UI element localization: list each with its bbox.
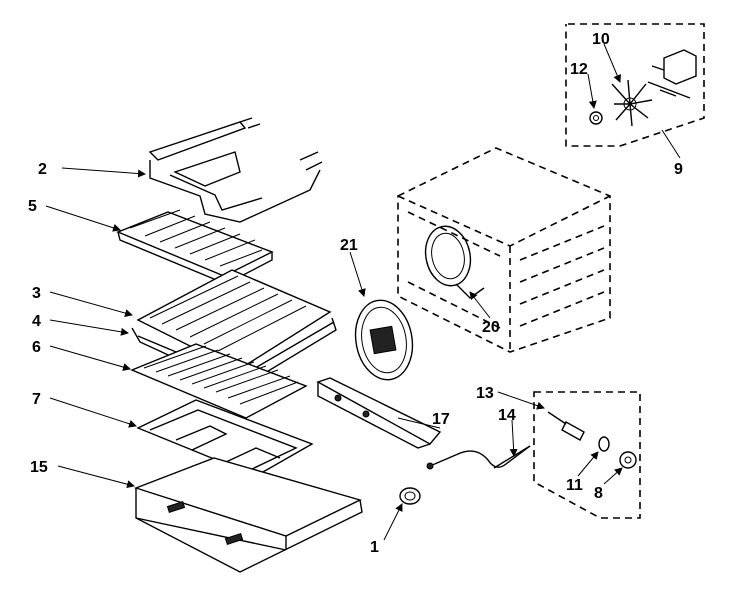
label-14: 14	[498, 407, 516, 424]
label-20: 20	[482, 319, 500, 336]
label-7: 7	[32, 391, 41, 408]
oven-cavity	[397, 147, 611, 353]
label-2: 2	[38, 161, 47, 178]
label-15: 15	[30, 459, 48, 476]
fan-motor-assembly-box	[565, 23, 705, 147]
heat-shield-part	[116, 209, 274, 285]
part-labels: 2 5 3 4 6 7 15 1 17 21 20 10 12 9 13 14 …	[28, 31, 683, 556]
label-1: 1	[370, 539, 379, 556]
fan-motor-part	[647, 49, 697, 99]
fan-blade-part	[611, 79, 653, 127]
label-8: 8	[594, 485, 603, 502]
label-10: 10	[592, 31, 610, 48]
knob-part	[399, 487, 421, 505]
label-3: 3	[32, 285, 41, 302]
label-21: 21	[340, 237, 358, 254]
sensor-part	[547, 411, 585, 441]
bracket-part	[316, 377, 442, 449]
fan-nut-part	[589, 111, 603, 125]
label-5: 5	[28, 198, 37, 215]
broil-element-part	[148, 117, 323, 223]
label-4: 4	[32, 313, 41, 330]
label-13: 13	[476, 385, 494, 402]
label-9: 9	[674, 161, 683, 178]
drip-tray-part	[133, 457, 363, 573]
probe-part	[426, 445, 531, 470]
label-11: 11	[566, 477, 583, 494]
nut-part	[619, 451, 637, 469]
label-6: 6	[32, 339, 41, 356]
label-17: 17	[432, 411, 450, 428]
sensor-assembly-box	[533, 391, 641, 519]
label-12: 12	[570, 61, 588, 78]
fan-cover-part	[354, 299, 414, 381]
oven-rack-part	[130, 343, 308, 419]
ring-part	[598, 436, 610, 452]
leader-lines	[45, 43, 681, 541]
